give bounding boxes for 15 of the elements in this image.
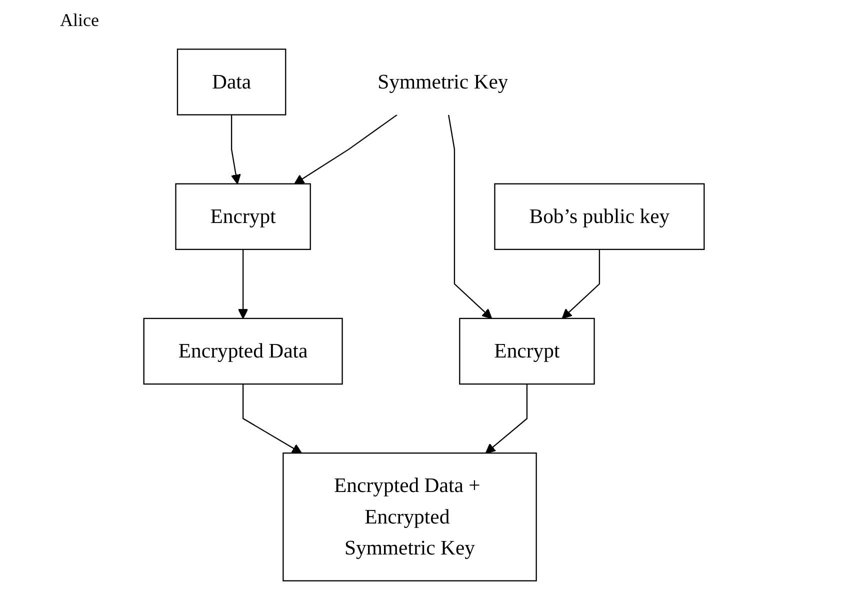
arrow xyxy=(230,114,241,184)
node-box: Encrypted Data xyxy=(143,318,343,385)
node-box: Encrypted Data + Encrypted Symmetric Key xyxy=(282,452,537,582)
arrow xyxy=(562,249,600,319)
arrow xyxy=(448,114,492,319)
arrow xyxy=(485,384,528,454)
arrow xyxy=(294,114,398,184)
arrow xyxy=(238,249,248,319)
diagram-label: Alice xyxy=(60,10,99,31)
node-box: Bob’s public key xyxy=(494,183,705,250)
node-box: Encrypt xyxy=(459,318,595,385)
node-box: Encrypt xyxy=(175,183,311,250)
node-text: Symmetric Key xyxy=(378,70,508,93)
arrow xyxy=(242,384,302,454)
node-box: Data xyxy=(176,48,286,116)
